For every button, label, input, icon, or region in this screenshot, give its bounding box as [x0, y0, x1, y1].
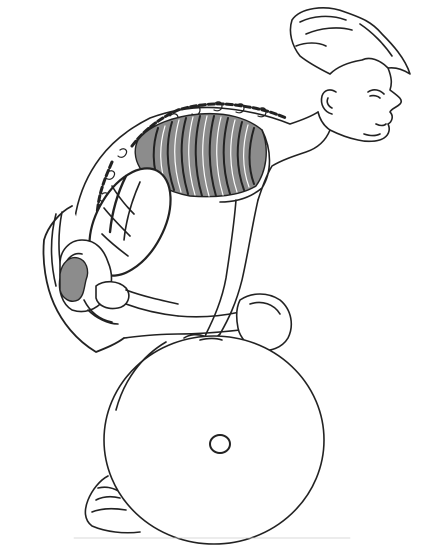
barbell-plate — [104, 335, 324, 544]
head — [290, 8, 410, 141]
